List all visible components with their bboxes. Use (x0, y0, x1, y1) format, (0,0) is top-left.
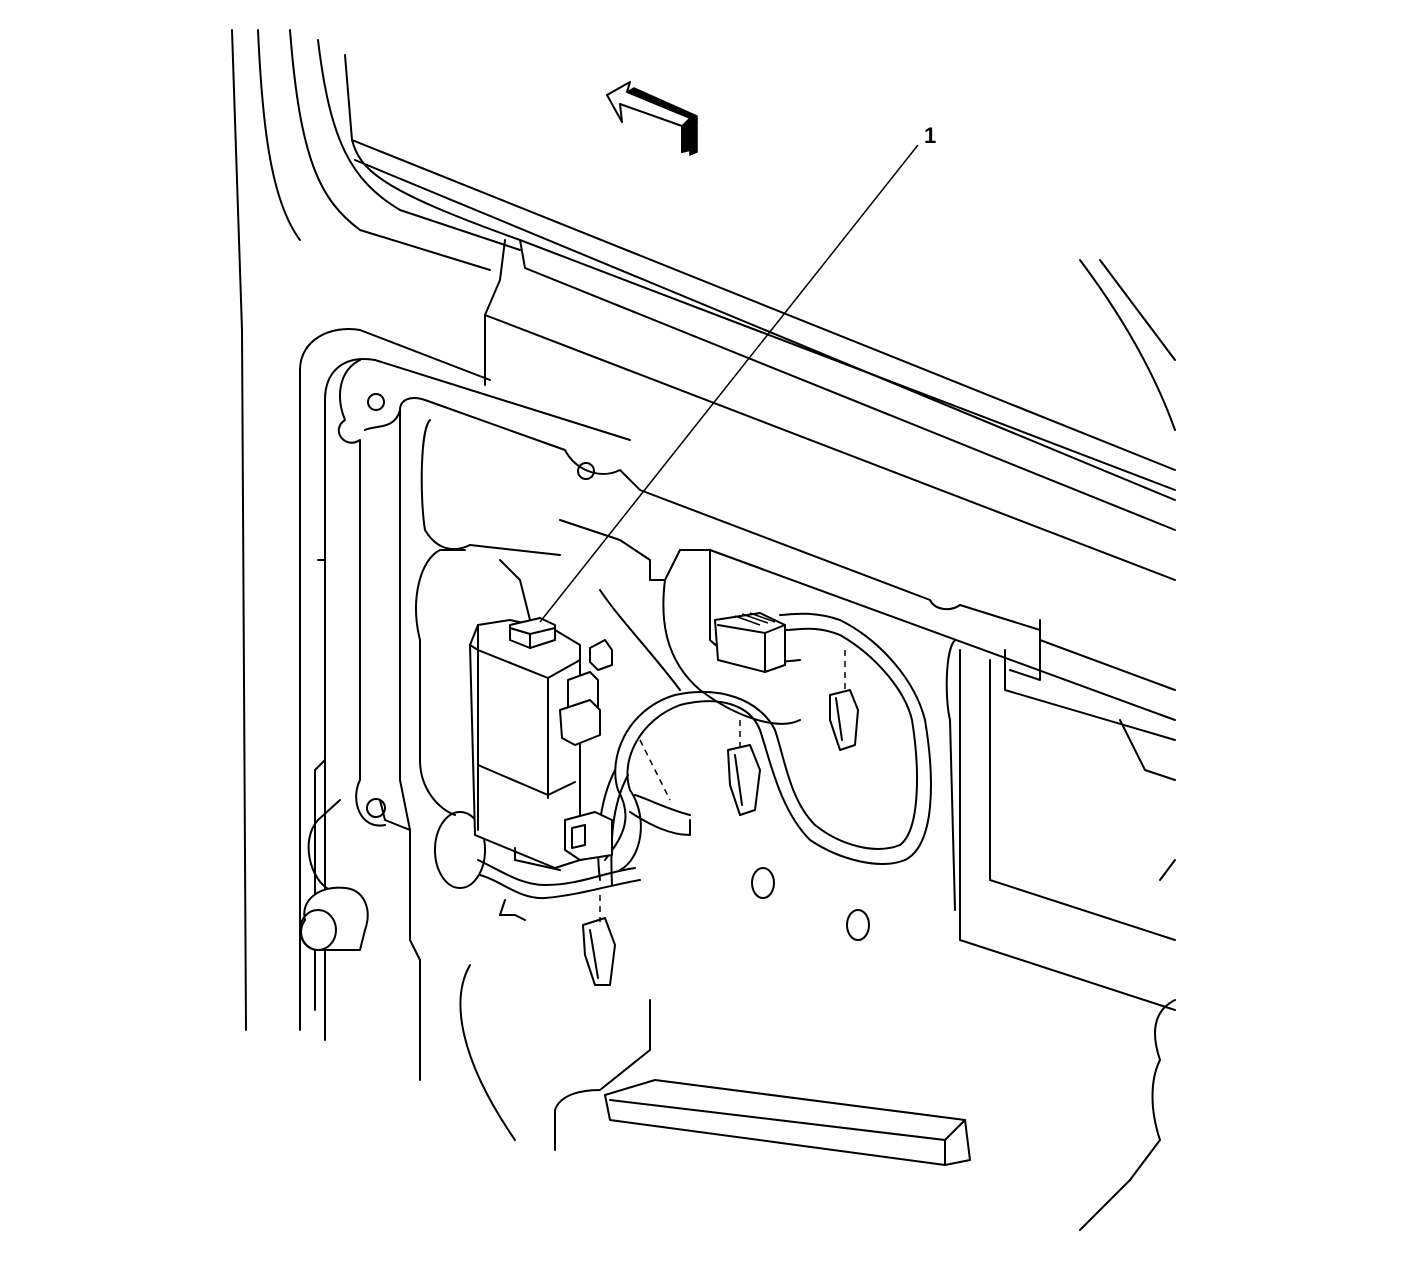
lower-panel (459, 899, 971, 1166)
inner-cavity (415, 419, 1176, 1231)
inner-panel-flange (299, 328, 1041, 1081)
harness-connector (714, 612, 786, 673)
forward-arrow-icon (606, 81, 698, 157)
grommet (299, 886, 369, 951)
retainer-clips (582, 650, 859, 986)
door-outer-edge (231, 29, 1176, 1031)
access-holes (434, 811, 870, 941)
window-edge (1079, 259, 1176, 431)
callout-1-leader (539, 144, 919, 623)
door-module (469, 617, 691, 871)
callout-1-label: 1 (924, 123, 936, 148)
